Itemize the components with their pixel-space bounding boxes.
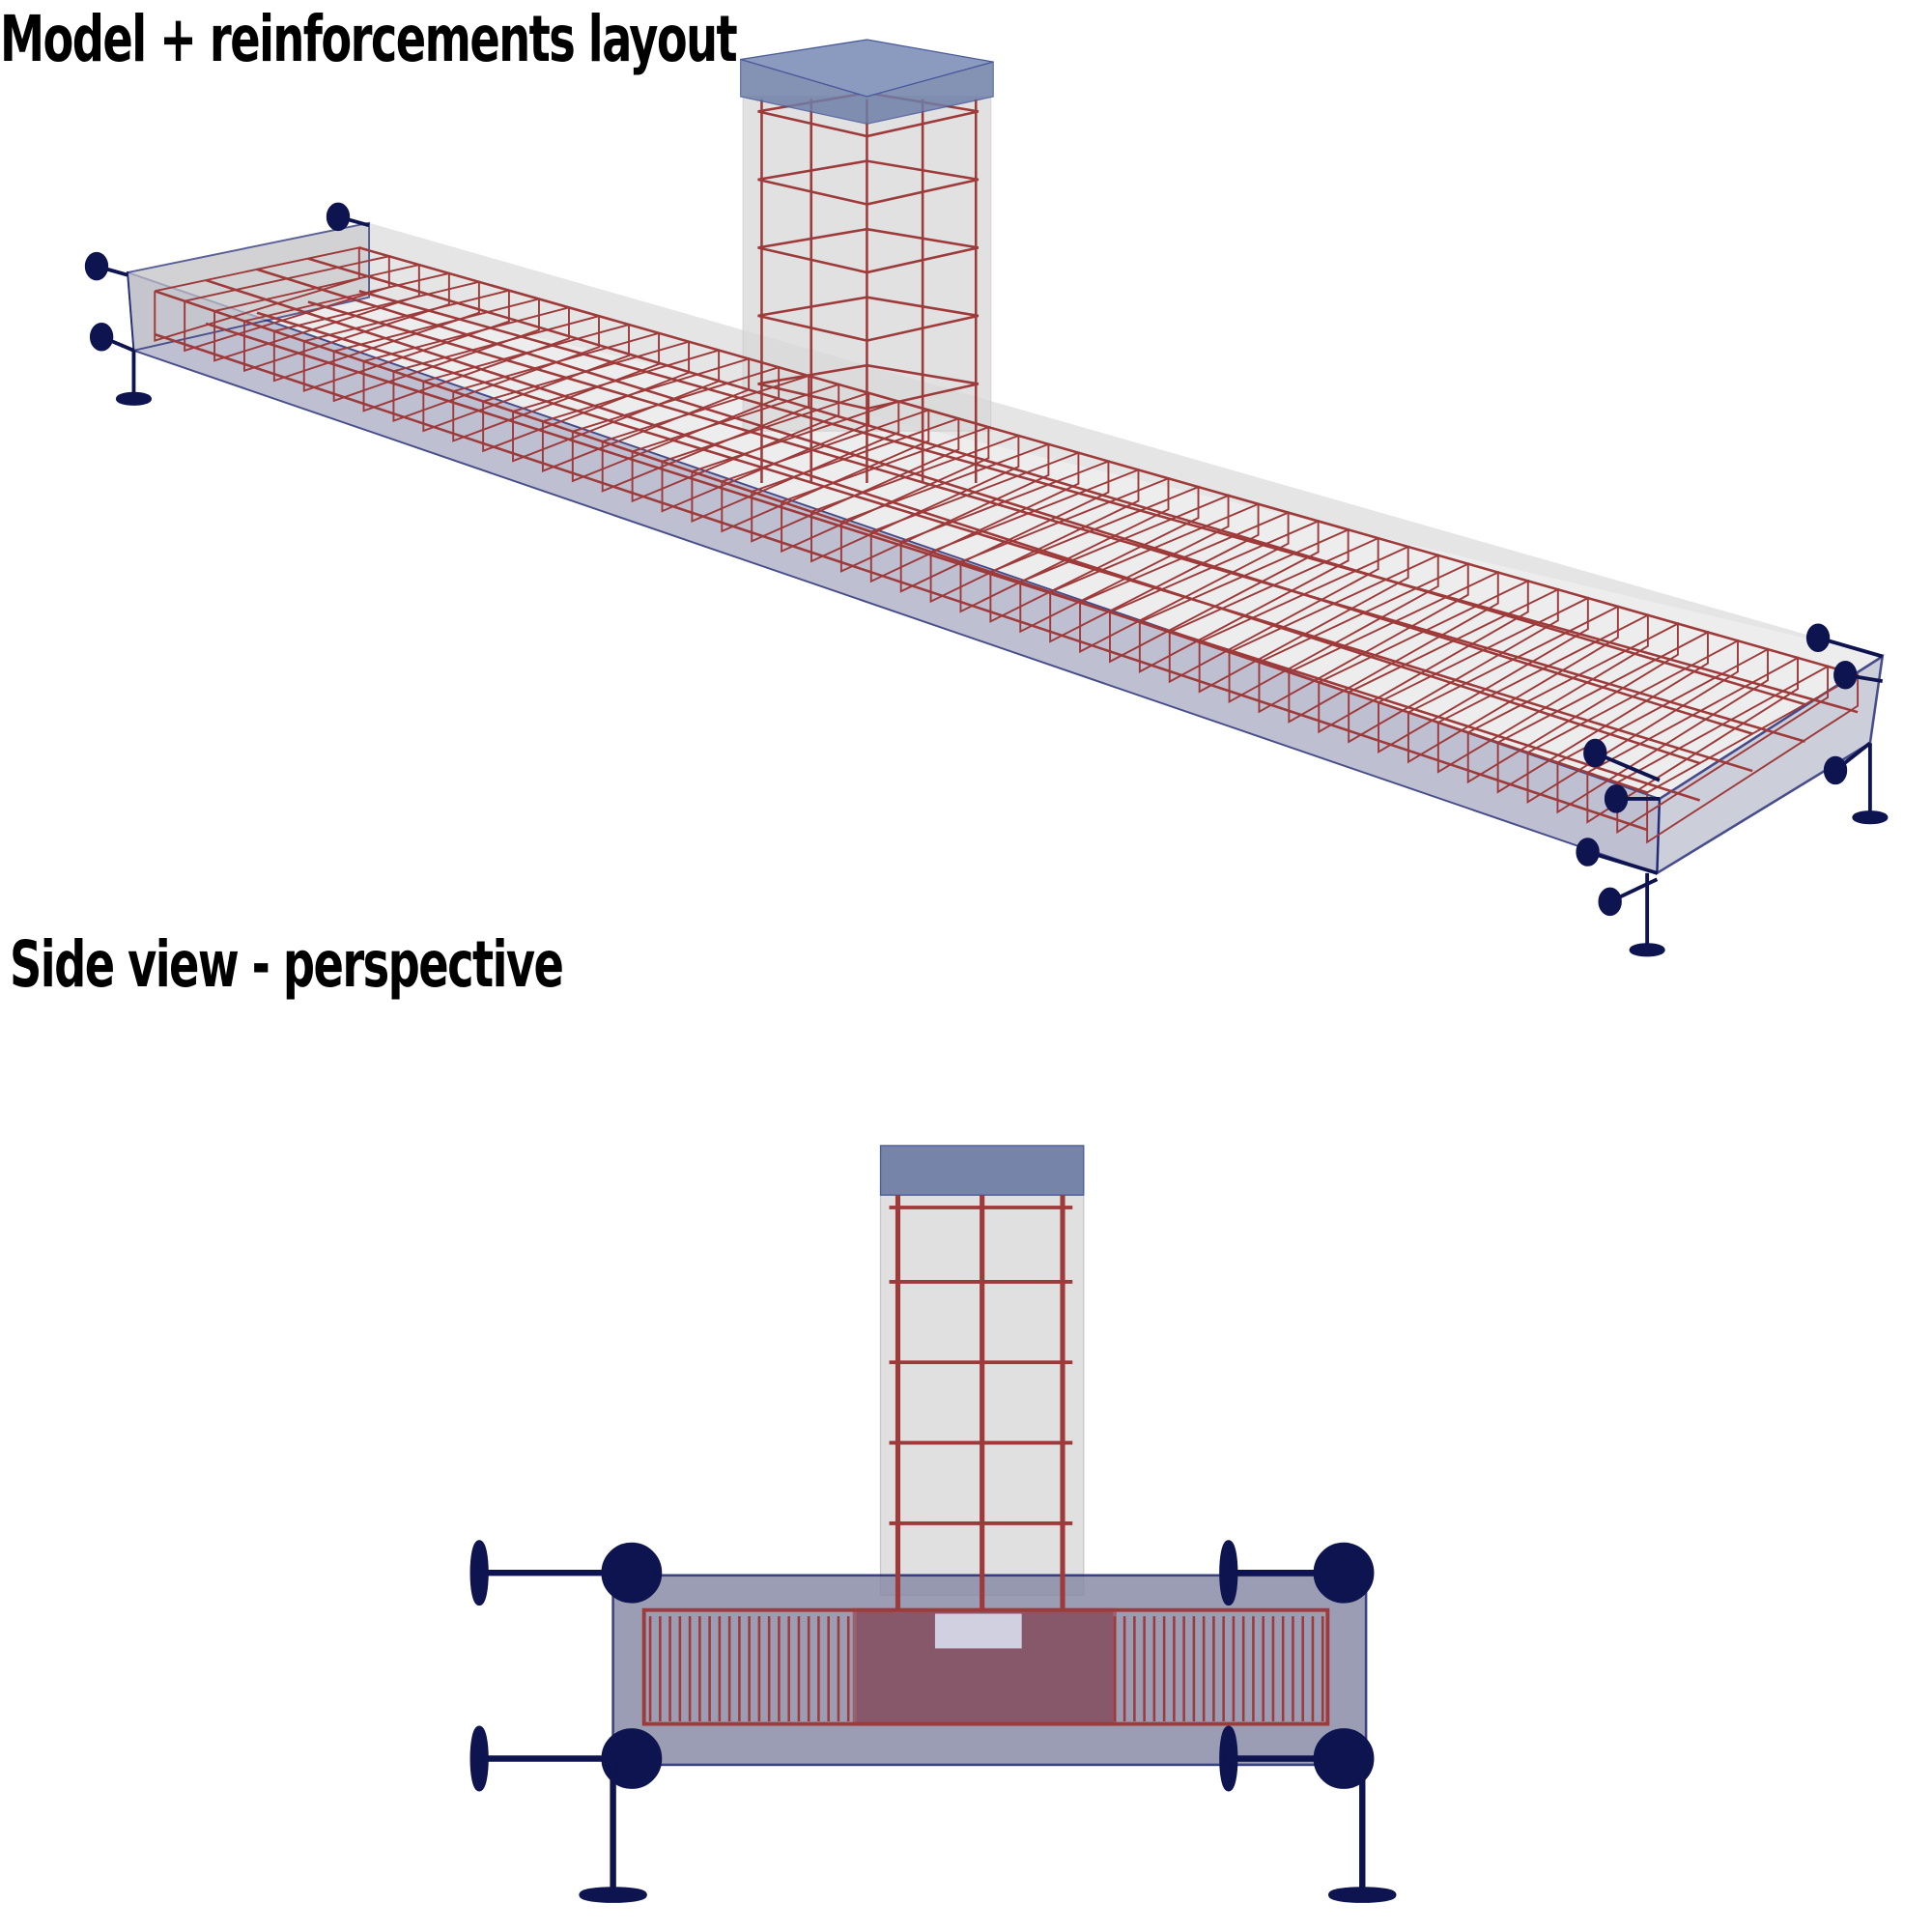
- stirrup: [899, 460, 1110, 593]
- stirrup: [1496, 630, 1709, 794]
- stirrup: [1079, 511, 1290, 654]
- stirrup: [929, 468, 1140, 604]
- supports: [84, 202, 1889, 957]
- stirrup: [810, 434, 1020, 563]
- side-supports: [469, 1540, 1397, 1903]
- stirrup: [272, 280, 480, 383]
- stirrup: [751, 416, 960, 543]
- stirrup: [1406, 605, 1619, 764]
- support-plate: [1219, 1540, 1238, 1606]
- stirrup: [1466, 622, 1679, 784]
- stirrup: [1288, 571, 1499, 724]
- top-bar: [358, 246, 1859, 676]
- stirrup: [1109, 520, 1320, 664]
- stirrup: [1198, 545, 1409, 694]
- support-foot: [1852, 810, 1889, 825]
- stirrup: [721, 409, 930, 533]
- stirrup: [392, 314, 600, 423]
- stirrup: [242, 271, 450, 373]
- support-node: [89, 322, 114, 352]
- support-node: [326, 202, 351, 232]
- stirrup: [839, 442, 1050, 573]
- support-node: [601, 1728, 663, 1789]
- top-bar: [154, 290, 1648, 794]
- stirrup: [332, 298, 540, 403]
- bottom-bar: [358, 290, 1859, 714]
- support-plate: [469, 1725, 489, 1792]
- stirrup: [959, 476, 1170, 613]
- column-cap-side: [740, 58, 994, 125]
- bottom-bar: [256, 311, 1753, 773]
- bottom-bar: [205, 322, 1701, 802]
- bottom-bar: [154, 332, 1648, 832]
- column-tie: [757, 296, 980, 342]
- stirrup: [1258, 562, 1469, 714]
- stirrup: [1138, 527, 1350, 673]
- stirrup: [1526, 639, 1739, 804]
- support-foot: [579, 1887, 647, 1903]
- bottom-bar: [307, 300, 1805, 743]
- stirrup: [1318, 579, 1529, 734]
- stirrup: [691, 400, 900, 523]
- support-plate: [469, 1540, 489, 1606]
- column-tie: [757, 159, 980, 206]
- stirrup: [1586, 656, 1799, 824]
- support-node: [1313, 1542, 1375, 1604]
- side-column-cap: [879, 1145, 1085, 1196]
- stirrup: [1168, 536, 1379, 684]
- stirrup: [422, 323, 630, 433]
- column-tie: [757, 227, 980, 274]
- stirrup: [1049, 502, 1260, 643]
- top-bar: [307, 257, 1805, 706]
- support-node: [1604, 784, 1629, 813]
- side-view: [469, 1145, 1397, 1903]
- column-tie: [757, 363, 980, 411]
- support-node: [1583, 738, 1607, 768]
- support-node: [1833, 660, 1858, 690]
- support-foot: [1629, 943, 1665, 957]
- beam-top-face: [128, 222, 1883, 799]
- perspective-view: [84, 39, 1889, 957]
- stirrup: [1646, 673, 1860, 844]
- support-foot: [1328, 1887, 1397, 1903]
- stirrup: [1616, 665, 1830, 835]
- stirrup: [989, 485, 1200, 623]
- stirrup: [1556, 647, 1769, 814]
- top-bar: [205, 278, 1701, 765]
- stirrup: [302, 289, 510, 392]
- support-node: [1805, 623, 1831, 652]
- support-node: [1313, 1728, 1375, 1789]
- stirrup: [869, 451, 1080, 583]
- stirrup: [781, 425, 990, 554]
- support-node: [601, 1542, 663, 1604]
- stirrup: [1378, 596, 1589, 754]
- stirrup: [1348, 587, 1559, 744]
- support-node: [1576, 838, 1600, 867]
- support-node: [1598, 887, 1622, 917]
- support-plate: [1219, 1725, 1238, 1792]
- side-view-title: Side view - perspective: [10, 927, 564, 1002]
- support-foot: [115, 391, 153, 406]
- stirrup: [362, 306, 570, 412]
- model-title: Model + reinforcements layout: [0, 2, 738, 76]
- support-node: [84, 251, 109, 281]
- top-bar: [256, 268, 1753, 735]
- stirrup: [1019, 494, 1230, 634]
- stirrup: [1228, 554, 1439, 704]
- support-arm: [1587, 850, 1658, 875]
- support-node: [1823, 755, 1848, 785]
- side-center-block: [934, 1613, 1022, 1649]
- stirrup: [1436, 613, 1649, 774]
